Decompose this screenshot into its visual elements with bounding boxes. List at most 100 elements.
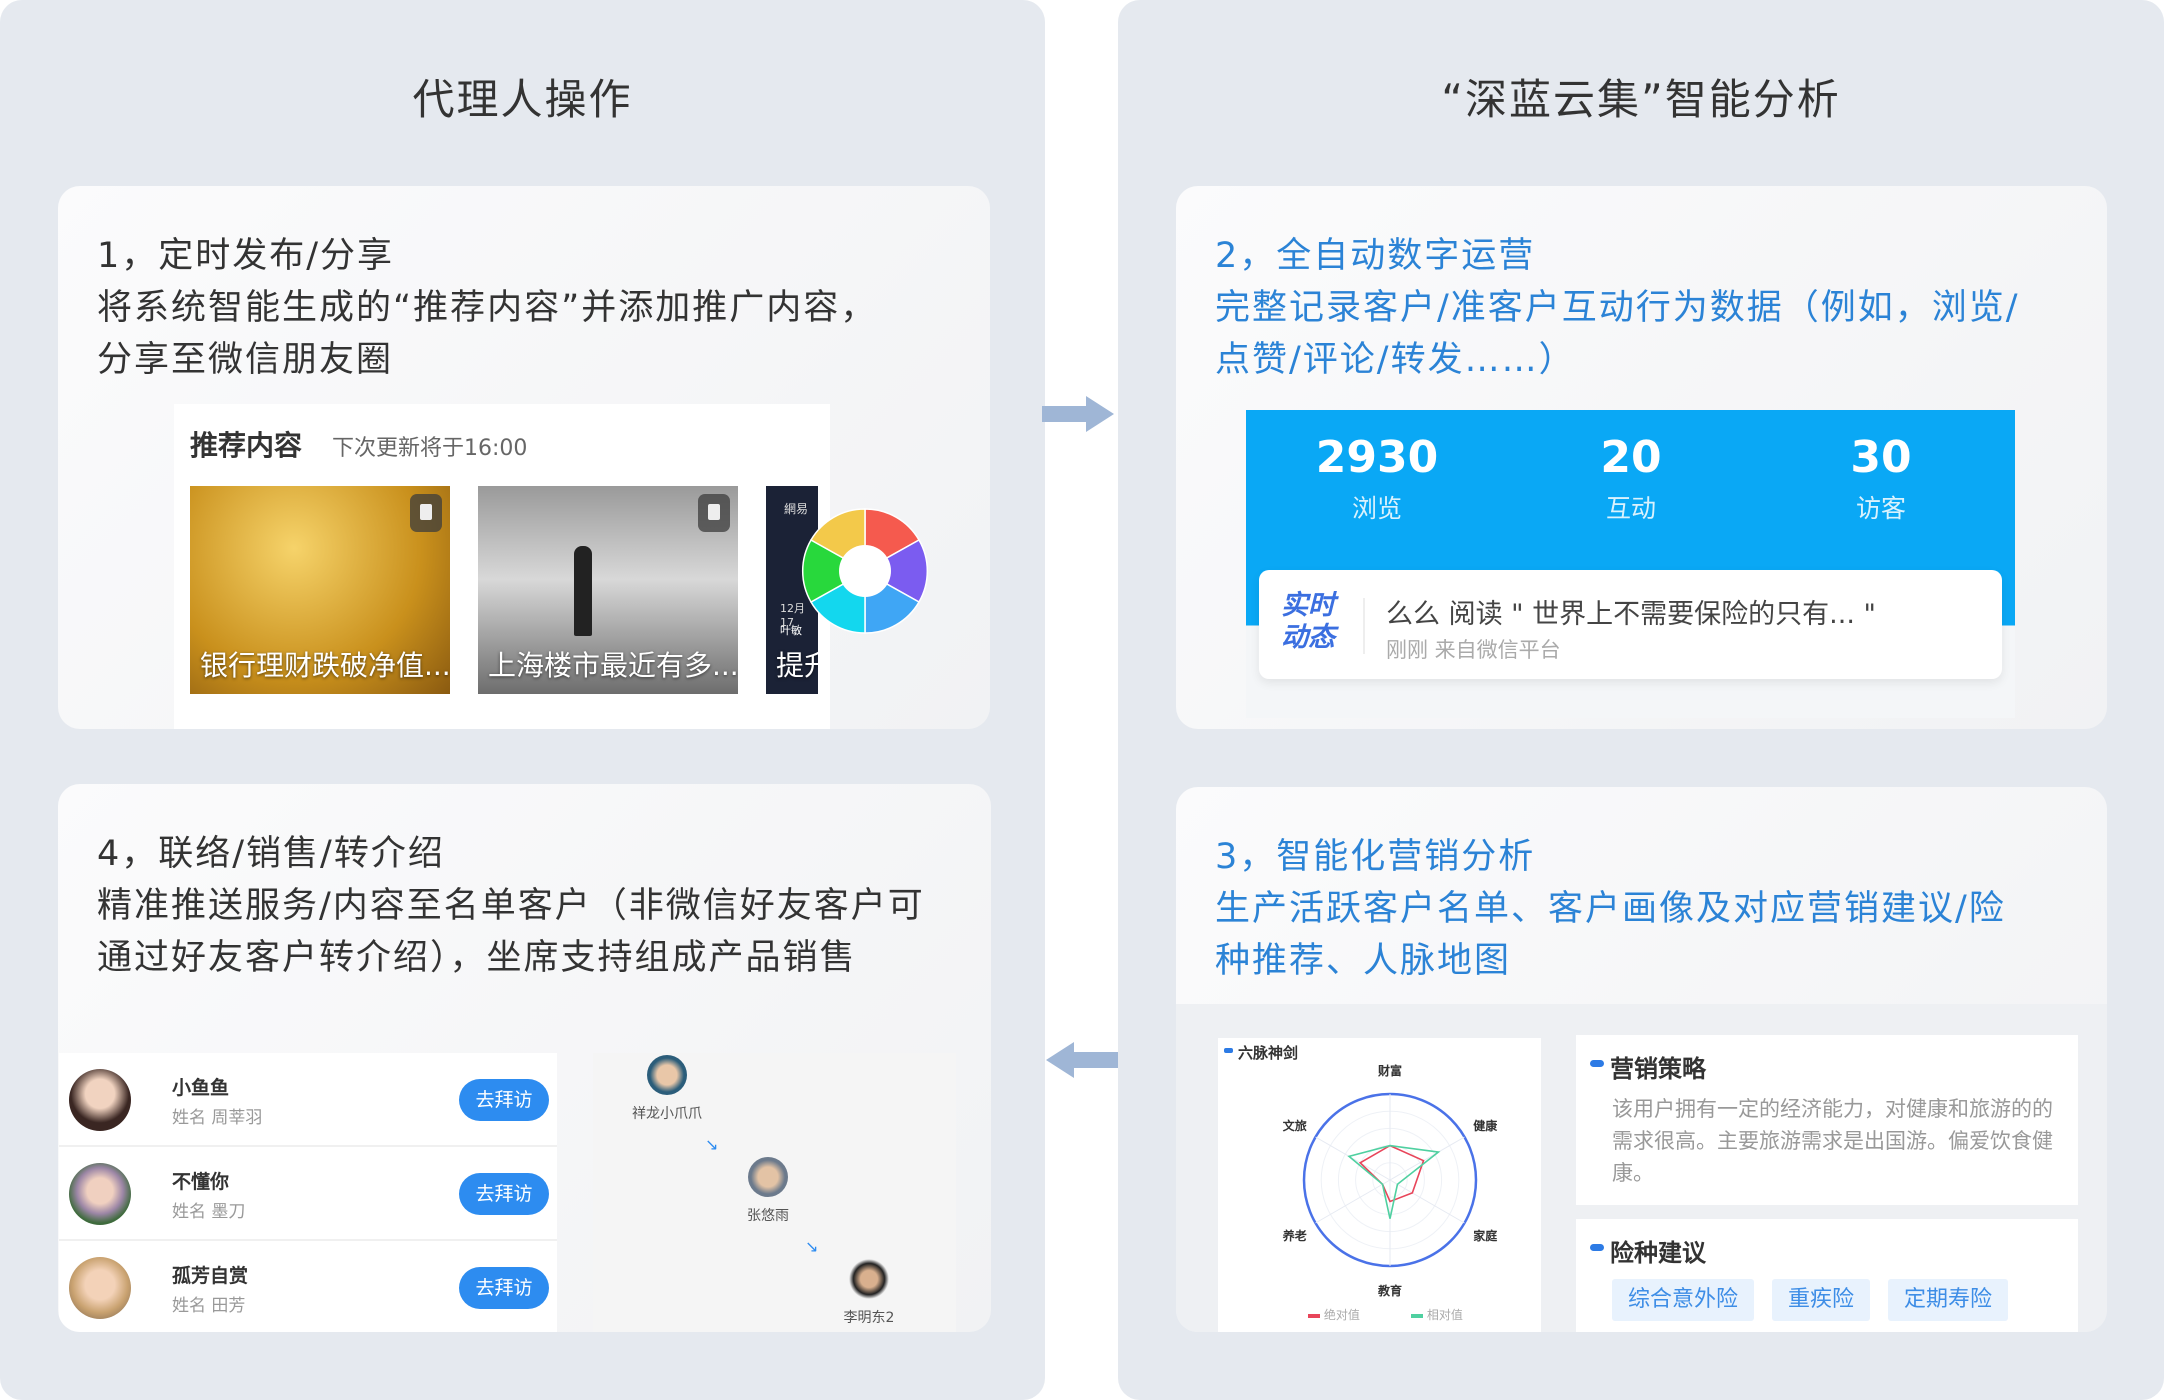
avatar	[748, 1157, 788, 1197]
article-thumb[interactable]: 上海楼市最近有多...	[478, 486, 738, 694]
article-caption: 提升	[776, 649, 818, 682]
live-badge-line: 动态	[1281, 622, 1335, 653]
arrow-right-icon	[1042, 396, 1114, 432]
card4-title: 4，联络/销售/转介绍	[97, 834, 445, 874]
live-badge-line: 实时	[1281, 590, 1335, 621]
network-node[interactable]: 李明东2	[809, 1259, 929, 1327]
card2-text: 2，全自动数字运营 完整记录客户/准客户互动行为数据（例如，浏览/ 点赞/评论/…	[1215, 230, 2077, 386]
insurance-card: 险种建议 综合意外险重疾险定期寿险	[1576, 1219, 2078, 1332]
legend-absolute: 绝对值	[1308, 1306, 1360, 1323]
visit-button[interactable]: 去拜访	[459, 1267, 549, 1309]
live-meta: 刚刚 来自微信平台	[1386, 638, 1561, 662]
thumb-source: 網易	[784, 502, 809, 516]
visit-button[interactable]: 去拜访	[459, 1079, 549, 1121]
card3-text: 3，智能化营销分析 生产活跃客户名单、客户画像及对应营销建议/险 种推荐、人脉地…	[1215, 831, 2077, 987]
stat-label: 互动	[1605, 494, 1656, 523]
recommend-panel: 推荐内容 下次更新将于16:00 银行理财跌破净值... 上海楼市最近有多...…	[174, 404, 830, 729]
live-activity-card[interactable]: 实时动态 么么 阅读 " 世界上不需要保险的只有... " 刚刚 来自微信平台	[1259, 570, 2002, 679]
radar-axis-label: 养老	[1282, 1228, 1307, 1243]
card1-title: 1，定时发布/分享	[97, 236, 395, 276]
stat-value: 2930	[1315, 432, 1439, 483]
radar-axis	[1389, 1136, 1465, 1181]
article-thumb[interactable]: 银行理财跌破净值...	[190, 486, 450, 694]
strategy-card: 营销策略 该用户拥有一定的经济能力，对健康和旅游的的需求很高。主要旅游需求是出国…	[1576, 1035, 2078, 1205]
stat-interactions: 20 互动	[1531, 432, 1731, 525]
legend-swatch	[1308, 1313, 1320, 1318]
contact-name: 姓名 墨刀	[172, 1202, 246, 1222]
card3-line: 种推荐、人脉地图	[1215, 941, 1512, 981]
contact-row: 不懂你 姓名 墨刀 去拜访	[59, 1147, 557, 1241]
contact-nick: 孤芳自赏	[172, 1265, 249, 1287]
radar-axis-label: 财富	[1377, 1063, 1402, 1078]
aperture-logo-icon	[801, 508, 929, 634]
legend-marker	[1224, 1048, 1233, 1053]
radar-title-text: 六脉神剑	[1238, 1044, 1299, 1062]
card4-text: 4，联络/销售/转介绍 精准推送服务/内容至名单客户（非微信好友客户可 通过好友…	[97, 828, 961, 984]
live-text: 么么 阅读 " 世界上不需要保险的只有... "	[1386, 599, 1876, 630]
radar-axis	[1315, 1179, 1391, 1224]
radar-series-绝对值	[1358, 1144, 1425, 1203]
avatar	[849, 1259, 889, 1299]
strategy-text: 该用户拥有一定的经济能力，对健康和旅游的的需求很高。主要旅游需求是出国游。偏爱饮…	[1612, 1097, 2053, 1185]
contact-row: 小鱼鱼 姓名 周莘羽 去拜访	[59, 1053, 557, 1147]
recommend-title: 推荐内容	[190, 429, 303, 462]
radar-axis-label: 文旅	[1283, 1118, 1307, 1133]
card2-line: 点赞/评论/转发……）	[1215, 340, 1576, 380]
card1-line: 将系统智能生成的“推荐内容”并添加推广内容，	[97, 288, 878, 328]
card4-line: 精准推送服务/内容至名单客户（非微信好友客户可	[97, 886, 925, 926]
insurance-tag[interactable]: 定期寿险	[1888, 1279, 2009, 1321]
stat-value: 20	[1600, 432, 1662, 483]
insurance-tag[interactable]: 综合意外险	[1612, 1279, 1755, 1321]
radar-title: 六脉神剑	[1224, 1042, 1298, 1063]
card1-line: 分享至微信朋友圈	[97, 340, 394, 380]
node-name: 张悠雨	[747, 1208, 789, 1224]
radar-axis-label: 健康	[1473, 1118, 1498, 1133]
contact-nick: 不懂你	[172, 1171, 230, 1193]
radar-axis-label: 教育	[1377, 1283, 1402, 1298]
avatar	[69, 1069, 131, 1131]
agent-panel-title: 代理人操作	[412, 75, 633, 124]
visit-button[interactable]: 去拜访	[459, 1173, 549, 1215]
article-caption: 银行理财跌破净值...	[200, 649, 450, 682]
insurance-tags: 综合意外险重疾险定期寿险	[1612, 1279, 2026, 1321]
thumb-name: 叶敏	[780, 624, 802, 637]
referral-network: 祥龙小爪爪 ↘ 张悠雨 ↘ 李明东2	[593, 1053, 956, 1332]
man-silhouette	[574, 546, 592, 636]
card-contact-sales: 4，联络/销售/转介绍 精准推送服务/内容至名单客户（非微信好友客户可 通过好友…	[58, 784, 991, 1332]
network-node[interactable]: 张悠雨	[708, 1157, 828, 1225]
document-icon	[698, 494, 730, 532]
live-badge: 实时动态	[1281, 590, 1335, 654]
arrow-down-right-icon: ↘	[805, 1237, 819, 1256]
strategy-title: 营销策略	[1590, 1049, 1706, 1084]
avatar	[69, 1257, 131, 1319]
legend-swatch	[1411, 1313, 1423, 1318]
article-thumb[interactable]: 網易 12月17 叶敏 提升	[766, 486, 818, 694]
radar-series-相对值	[1347, 1144, 1441, 1219]
card-marketing-analysis: 3，智能化营销分析 生产活跃客户名单、客户画像及对应营销建议/险 种推荐、人脉地…	[1176, 787, 2107, 1332]
legend-label: 相对值	[1426, 1308, 1463, 1322]
contact-name: 姓名 田芳	[172, 1296, 246, 1316]
card2-line: 完整记录客户/准客户互动行为数据（例如，浏览/	[1215, 288, 2020, 328]
contact-row: 孤芳自赏 姓名 田芳 去拜访	[59, 1241, 557, 1332]
card-scheduled-share: 1，定时发布/分享 将系统智能生成的“推荐内容”并添加推广内容， 分享至微信朋友…	[58, 186, 990, 729]
radar-axis-label: 家庭	[1473, 1228, 1497, 1243]
analysis-panel-title: “深蓝云集”智能分析	[1441, 75, 1841, 124]
insurance-title: 险种建议	[1590, 1233, 1706, 1268]
legend-label: 绝对值	[1323, 1308, 1360, 1322]
recommend-subtitle: 下次更新将于16:00	[332, 436, 528, 461]
card1-text: 1，定时发布/分享 将系统智能生成的“推荐内容”并添加推广内容， 分享至微信朋友…	[97, 230, 960, 386]
stat-visitors: 30 访客	[1781, 432, 1981, 525]
network-node[interactable]: 祥龙小爪爪	[607, 1055, 727, 1123]
avatar	[69, 1163, 131, 1225]
card4-line: 通过好友客户转介绍），坐席支持组成产品销售	[97, 938, 857, 978]
card3-title: 3，智能化营销分析	[1215, 837, 1536, 877]
document-icon	[410, 494, 442, 532]
contact-list: 小鱼鱼 姓名 周莘羽 去拜访 不懂你 姓名 墨刀 去拜访 孤芳自赏 姓名 田芳 …	[59, 1053, 557, 1332]
arrow-left-icon	[1046, 1042, 1118, 1078]
stat-label: 访客	[1855, 494, 1906, 523]
stat-value: 30	[1850, 432, 1912, 483]
insurance-tag[interactable]: 重疾险	[1772, 1279, 1871, 1321]
